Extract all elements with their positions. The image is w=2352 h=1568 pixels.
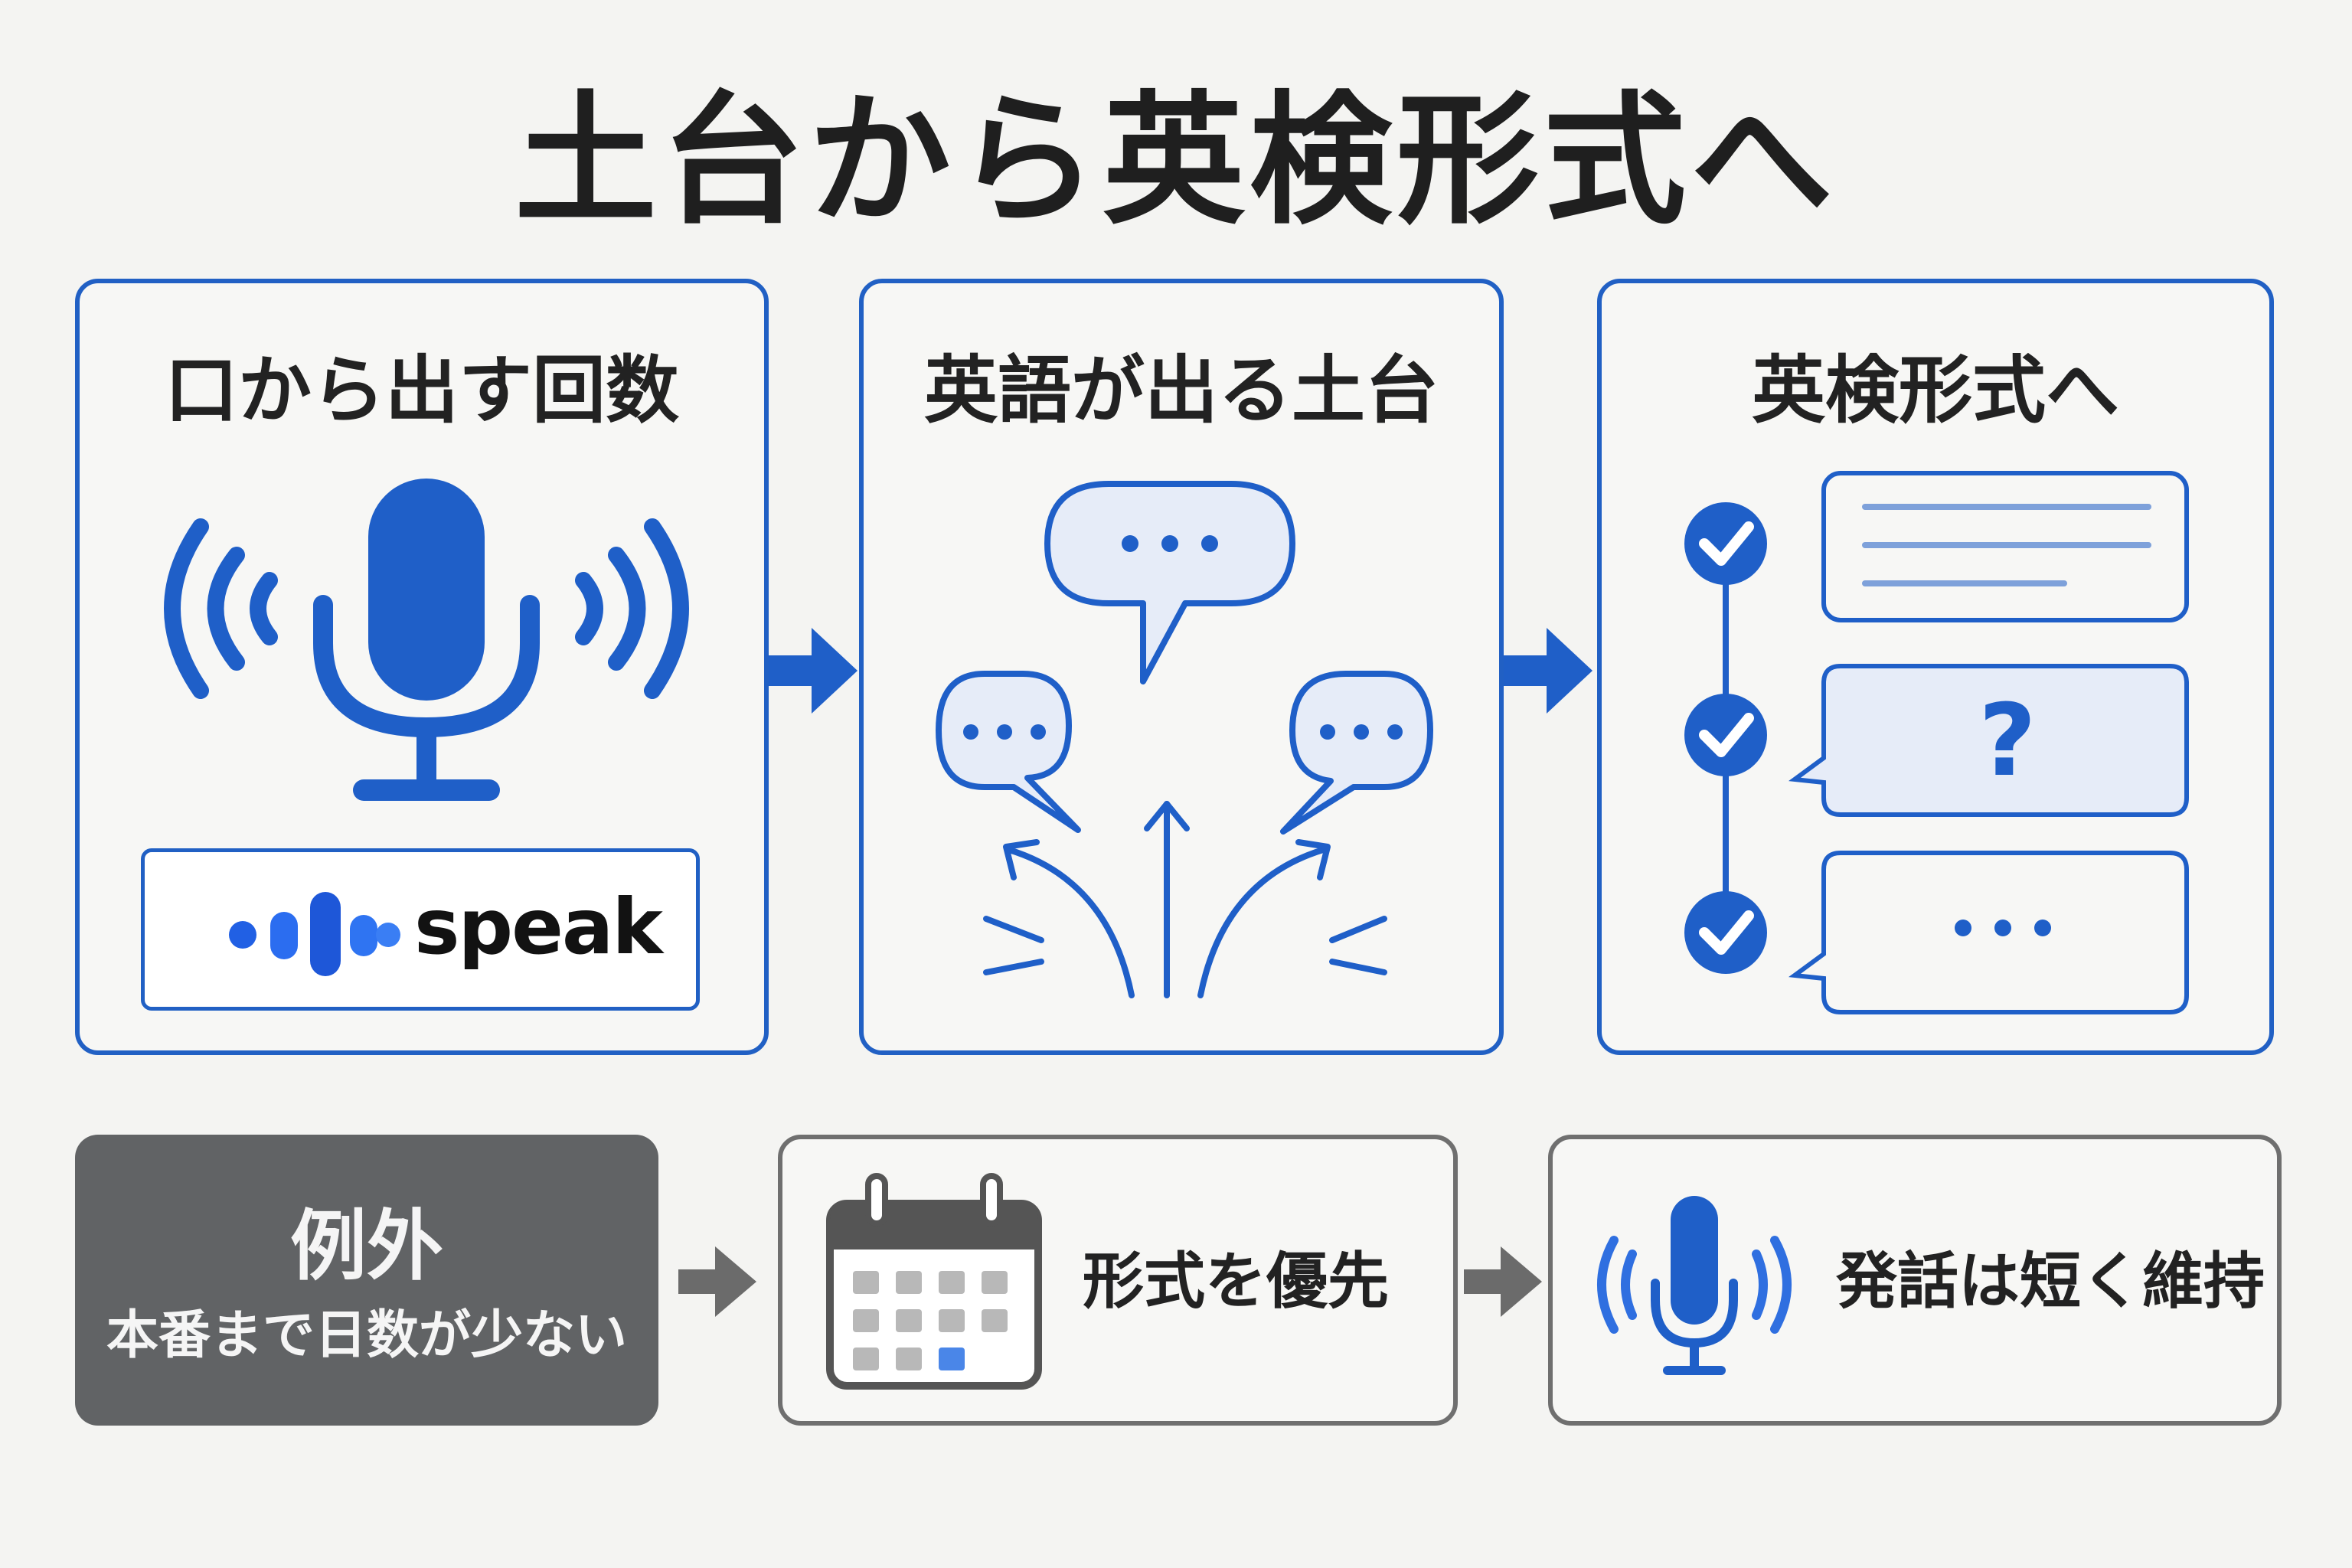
speak-app-logo: speak xyxy=(141,848,700,1011)
step-title-speaking: 口から出す回数 xyxy=(165,348,679,433)
arrow-right-icon xyxy=(769,628,858,714)
exception-title: 例外 xyxy=(290,1201,443,1291)
microphone-icon xyxy=(164,479,689,801)
speech-bubbles-icon xyxy=(936,481,1433,998)
question-mark: ? xyxy=(1978,682,2037,799)
arrow-right-icon xyxy=(678,1246,756,1317)
step-title-foundation: 英語が出る土台 xyxy=(924,348,1439,433)
speak-logo-text: speak xyxy=(414,882,663,972)
checklist-icon xyxy=(1684,471,2189,1014)
step-title-eiken-format: 英検形式へ xyxy=(1752,348,2119,433)
arrow-right-icon xyxy=(1464,1246,1542,1317)
step-card-speaking: 口から出す回数 xyxy=(75,279,769,1055)
exception-box: 例外 本番まで日数が少ない xyxy=(75,1135,658,1426)
calendar-icon xyxy=(826,1173,1042,1390)
step-card-eiken-format: 英検形式へ xyxy=(1597,279,2274,1055)
main-title: 土台から英検形式へ xyxy=(514,77,1838,243)
action-label-keep-speaking-short: 発話は短く維持 xyxy=(1836,1246,2265,1317)
microphone-icon xyxy=(1597,1196,1792,1375)
action-box-format-first: 形式を優先 xyxy=(778,1135,1458,1426)
action-label-format-first: 形式を優先 xyxy=(1083,1246,1389,1317)
exception-condition: 本番まで日数が少ない xyxy=(106,1305,627,1366)
speak-logo-mark-icon xyxy=(229,892,400,976)
step-card-foundation: 英語が出る土台 xyxy=(859,279,1504,1055)
arrow-right-icon xyxy=(1504,628,1592,714)
action-box-keep-speaking-short: 発話は短く維持 xyxy=(1548,1135,2282,1426)
